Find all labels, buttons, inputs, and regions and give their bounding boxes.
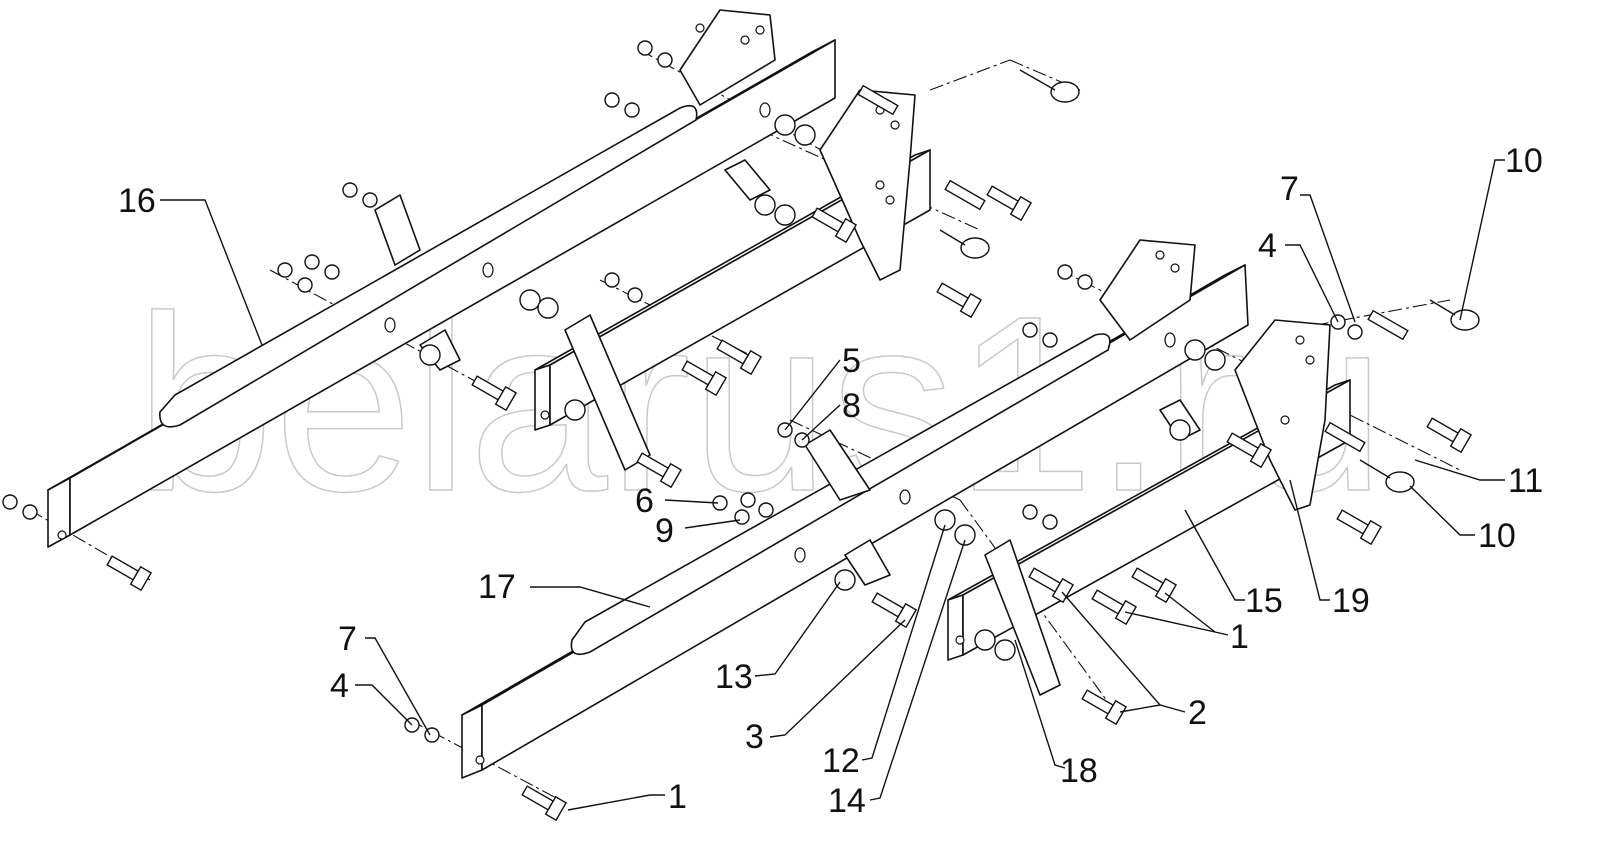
callout-8: 8 [842,387,861,425]
callout-19: 19 [1332,582,1370,620]
callout-1-bottom: 1 [668,778,687,816]
callout-7-right: 7 [1280,170,1299,208]
lynch-pins[interactable] [857,69,1480,493]
rubber-pad-16[interactable] [159,104,698,428]
callout-13: 13 [715,658,753,696]
callout-12: 12 [822,742,860,780]
bushings [419,114,1226,661]
callout-5: 5 [842,342,861,380]
callout-16: 16 [118,182,156,220]
callout-2: 2 [1188,694,1207,732]
callout-10-top: 10 [1505,142,1543,180]
holes [57,23,1315,765]
leader-lines [160,159,1505,811]
callout-11: 11 [1508,462,1543,500]
callout-18: 18 [1060,752,1098,790]
callout-6: 6 [635,482,654,520]
nuts-washers[interactable] [2,40,1363,743]
bracket-plates [374,9,1331,696]
callout-15: 15 [1245,582,1283,620]
callout-1-right: 1 [1230,618,1249,656]
callout-3: 3 [745,718,764,756]
callout-4-right: 4 [1258,227,1277,265]
callout-17: 17 [478,568,516,606]
callout-4-left: 4 [330,667,349,705]
callout-labels: 16 17 5 8 6 9 7 4 10 11 10 19 15 1 2 18 … [118,142,1543,820]
callout-10-bottom: 10 [1478,517,1516,555]
bolts[interactable] [105,182,1473,822]
callout-9: 9 [655,512,674,550]
callout-14: 14 [828,782,866,820]
callout-7-left: 7 [338,620,357,658]
